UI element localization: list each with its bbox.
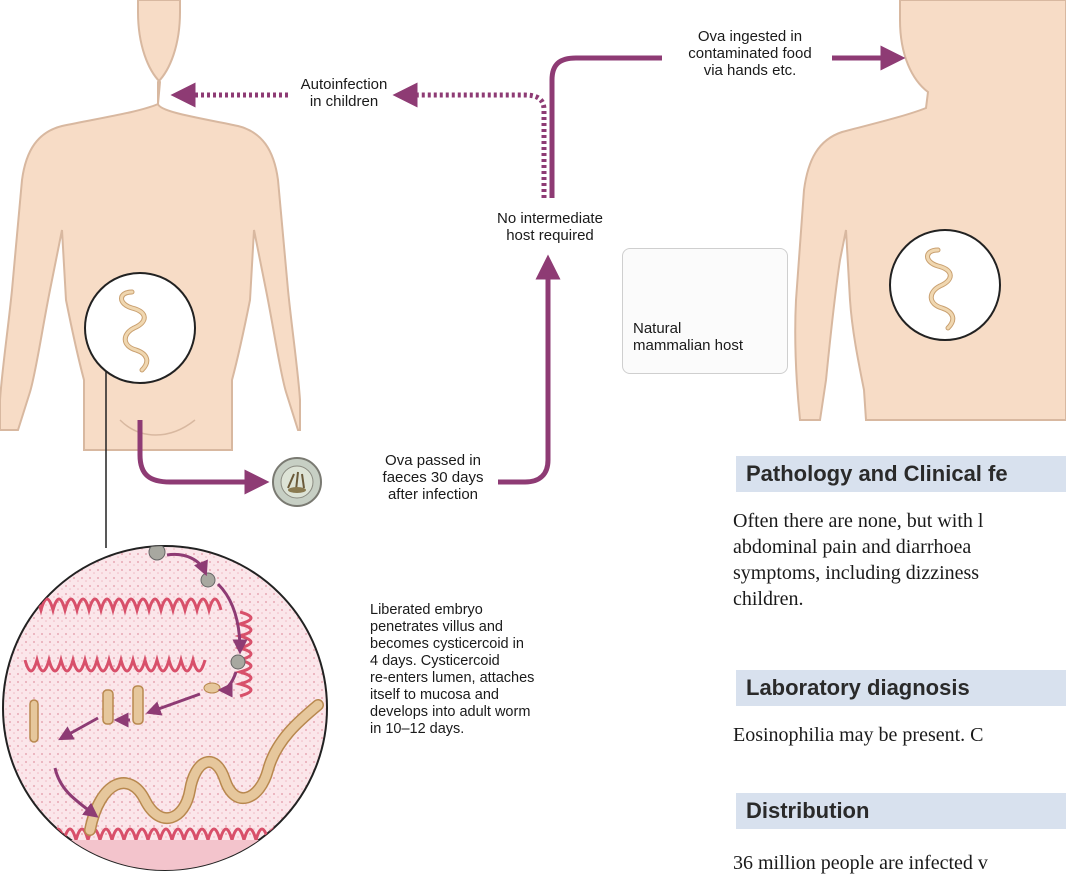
pathology-text: Often there are none, but with l abdomin… [733,508,1066,618]
gut-circle-left [85,273,195,383]
label-no-intermediate-host: No intermediate host required [480,210,620,244]
human-figure-right [795,0,1066,420]
arrow-autoinfection-right [400,95,544,198]
gut-circle-right [890,230,1000,340]
distribution-text: 36 million people are infected v [733,850,1066,878]
pathology-heading: Pathology and Clinical fe [736,456,1066,492]
lab-diagnosis-text: Eosinophilia may be present. C [733,722,1066,750]
distribution-heading: Distribution [736,793,1066,829]
arrow-up-to-ingestion [495,262,548,482]
label-ova-ingested: Ova ingested in contaminated food via ha… [666,28,834,79]
label-autoinfection: Autoinfection in children [288,76,400,110]
label-ova-passed: Ova passed in faeces 30 days after infec… [368,452,498,503]
label-natural-host: Natural mammalian host [633,320,773,354]
natural-host-box [622,248,788,374]
arrow-to-ingestion-text [552,58,662,198]
egg-icon [273,458,321,506]
label-liberated-embryo: Liberated embryo penetrates villus and b… [370,602,590,738]
lab-diagnosis-heading: Laboratory diagnosis [736,670,1066,706]
intestine-detail-circle [0,544,340,880]
